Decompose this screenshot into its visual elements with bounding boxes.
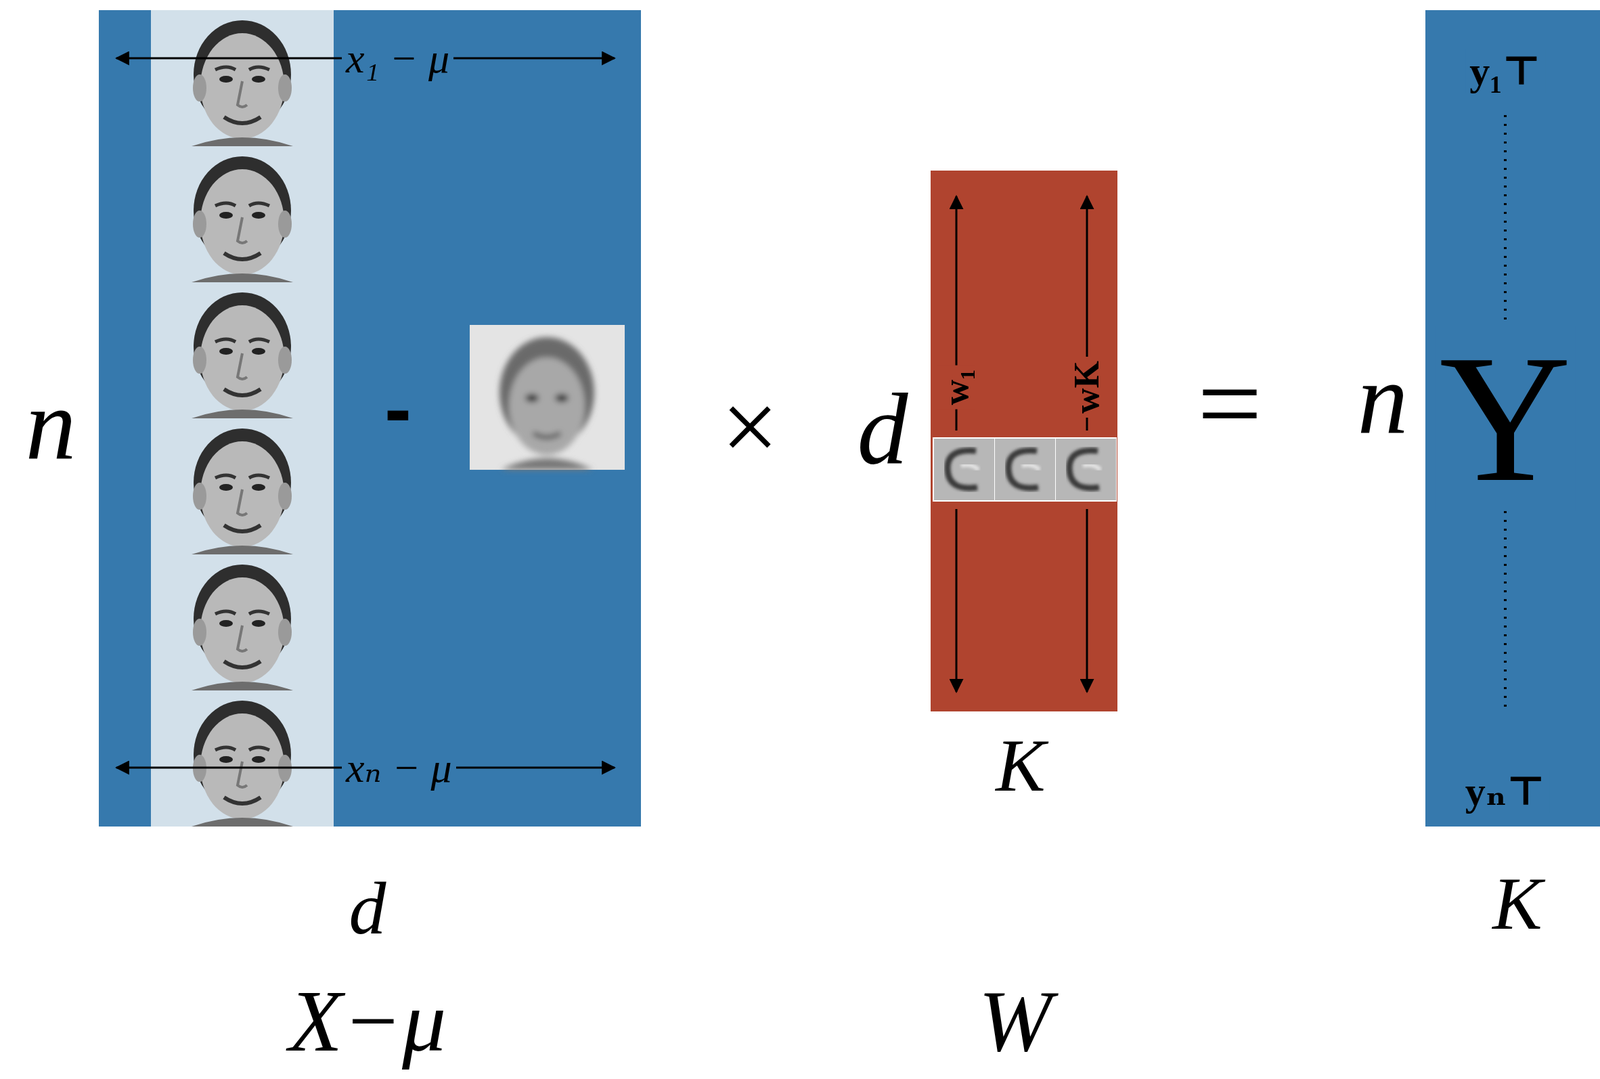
illustration-part xyxy=(934,438,995,501)
row-label: y₁⊤ xyxy=(1465,49,1546,93)
dimension-label: d xyxy=(857,377,909,480)
dimension-label: d xyxy=(349,871,387,946)
dimension-label: n xyxy=(1357,347,1409,449)
column-arrow xyxy=(1086,508,1089,692)
illustration-part xyxy=(932,437,1117,502)
illustration-part xyxy=(150,10,334,827)
illustration-part xyxy=(554,393,569,403)
matrix-name: Y xyxy=(1435,325,1576,511)
illustration-part xyxy=(525,393,539,403)
projection-matrix: w₁ wK xyxy=(930,170,1118,712)
column-label: w₁ xyxy=(937,364,976,409)
illustration-part xyxy=(150,690,334,827)
illustration-part xyxy=(533,433,561,438)
row-label: xₙ − μ xyxy=(341,745,457,790)
dimension-label: K xyxy=(1492,866,1542,941)
projected-matrix xyxy=(1425,10,1600,827)
operator-symbol: - xyxy=(384,367,412,449)
illustration-part xyxy=(508,357,585,455)
row-label: yₙ⊤ xyxy=(1461,769,1550,813)
illustration-part xyxy=(499,337,595,470)
illustration-part xyxy=(500,458,593,470)
matrix-name: W xyxy=(978,976,1052,1065)
illustration-part xyxy=(150,146,334,283)
illustration-part xyxy=(150,418,334,555)
eigenface-strip xyxy=(932,437,1117,502)
illustration-part xyxy=(994,438,1056,501)
matrix-name: X−μ xyxy=(289,976,447,1065)
operator-symbol: = xyxy=(1197,345,1263,461)
mean-face xyxy=(469,324,625,470)
illustration-part xyxy=(1055,438,1117,501)
data-matrix: x₁ − μ xₙ − μ xyxy=(98,10,641,827)
illustration-part xyxy=(150,554,334,691)
illustration-part xyxy=(469,324,625,470)
illustration-part xyxy=(150,282,334,419)
column-label: wK xyxy=(1068,356,1106,418)
face-column xyxy=(150,10,334,827)
operator-symbol: × xyxy=(721,375,780,478)
column-arrow xyxy=(955,508,958,692)
dimension-label: n xyxy=(25,372,77,475)
projected-matrix: y₁⊤ Yyₙ⊤ xyxy=(1425,10,1600,827)
illustration-part xyxy=(150,10,334,147)
data-matrix xyxy=(98,10,641,827)
row-label: x₁ − μ xyxy=(341,35,454,81)
dimension-label: K xyxy=(995,728,1046,803)
projection-matrix xyxy=(930,170,1118,712)
